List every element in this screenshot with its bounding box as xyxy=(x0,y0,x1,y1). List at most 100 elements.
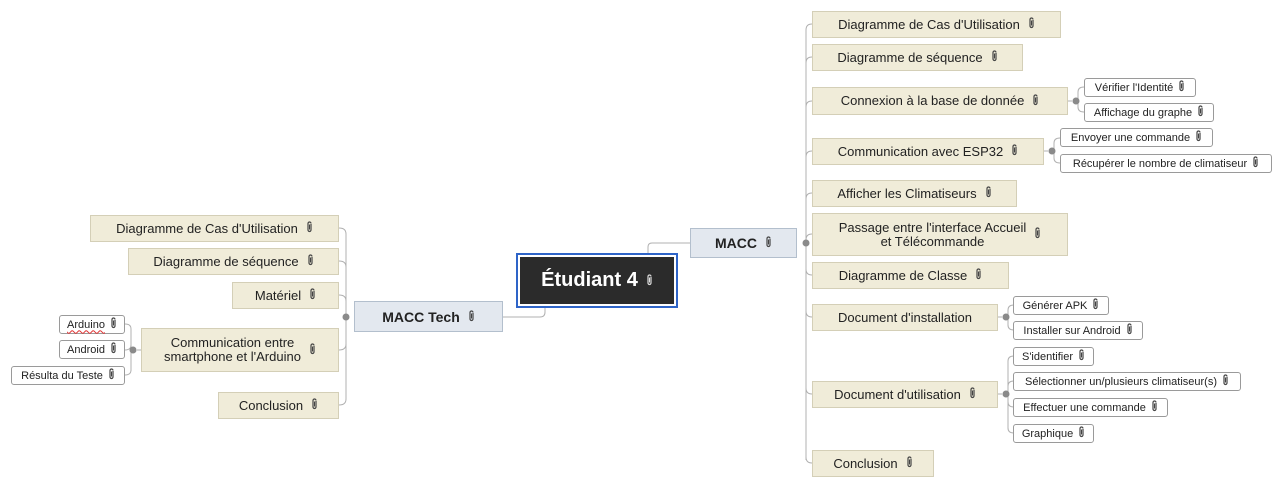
connector-line xyxy=(338,227,347,235)
paperclip-icon xyxy=(1011,144,1018,159)
branch-macc[interactable]: MACC xyxy=(690,228,797,258)
connector-line xyxy=(338,260,347,268)
macc-topic-communication-esp32[interactable]: Communication avec ESP32 xyxy=(812,138,1044,165)
connector-line xyxy=(503,306,546,318)
paperclip-icon xyxy=(309,342,316,358)
connector-line xyxy=(1077,106,1085,113)
leaf-graphique[interactable]: Graphique xyxy=(1013,424,1094,443)
central-topic[interactable]: Étudiant 4 xyxy=(516,253,678,308)
topic-label: Diagramme de séquence xyxy=(153,253,299,269)
macc-topic-document-utilisation[interactable]: Document d'utilisation xyxy=(812,381,998,408)
branch-macc-label: MACC xyxy=(715,235,757,251)
leaf-label: Graphique xyxy=(1021,427,1074,440)
leaf-label: Récupérer le nombre de climatiseur xyxy=(1072,157,1248,170)
paperclip-icon xyxy=(306,221,313,236)
collapse-joint-icon[interactable] xyxy=(1048,147,1056,155)
collapse-joint-icon[interactable] xyxy=(1072,97,1080,105)
paperclip-icon xyxy=(1028,17,1035,32)
connector-line xyxy=(805,192,813,200)
paperclip-icon xyxy=(1195,130,1202,145)
macc-topic-conclusion[interactable]: Conclusion xyxy=(812,450,934,477)
connector-line xyxy=(1053,137,1061,144)
macc-topic-passage-interface[interactable]: Passage entre l'interface Accueil et Tél… xyxy=(812,213,1068,256)
connector-line xyxy=(805,456,813,464)
topic-label: Document d'utilisation xyxy=(834,386,961,402)
leaf-label: Arduino xyxy=(67,318,105,331)
connector-line xyxy=(805,387,813,395)
central-topic-label: Étudiant 4 xyxy=(541,269,638,291)
tech-topic-communication-arduino[interactable]: Communication entre smartphone et l'Ardu… xyxy=(141,328,339,372)
leaf-affichage-graphe[interactable]: Affichage du graphe xyxy=(1084,103,1214,122)
topic-label: Connexion à la base de donnée xyxy=(840,93,1025,108)
collapse-joint-icon[interactable] xyxy=(1002,390,1010,398)
topic-label: Document d'installation xyxy=(838,309,972,325)
connector-line xyxy=(338,398,347,406)
tech-topic-sequence[interactable]: Diagramme de séquence xyxy=(128,248,339,275)
paperclip-icon xyxy=(1178,80,1185,95)
topic-label: Passage entre l'interface Accueil et Tél… xyxy=(838,219,1027,249)
leaf-resulta-teste[interactable]: Résulta du Teste xyxy=(11,366,125,385)
connector-line xyxy=(1077,86,1085,93)
leaf-label: Sélectionner un/plusieurs climatiseur(s) xyxy=(1025,375,1217,388)
leaf-arduino[interactable]: Arduino xyxy=(59,315,125,334)
leaf-label: Affichage du graphe xyxy=(1093,106,1193,119)
paperclip-icon xyxy=(1222,374,1229,389)
paperclip-icon xyxy=(468,309,475,325)
topic-label: Communication entre smartphone et l'Ardu… xyxy=(164,336,301,364)
macc-topic-document-installation[interactable]: Document d'installation xyxy=(812,304,998,331)
connector-line xyxy=(805,56,813,64)
leaf-selectionner-climatiseurs[interactable]: Sélectionner un/plusieurs climatiseur(s) xyxy=(1013,372,1241,391)
macc-topic-afficher-climatiseurs[interactable]: Afficher les Climatiseurs xyxy=(812,180,1017,207)
collapse-joint-icon[interactable] xyxy=(1002,313,1010,321)
macc-topic-sequence[interactable]: Diagramme de séquence xyxy=(812,44,1023,71)
connector-line xyxy=(805,100,813,108)
paperclip-icon xyxy=(108,368,115,383)
paperclip-icon xyxy=(1078,349,1085,364)
paperclip-icon xyxy=(309,288,316,303)
leaf-installer-android[interactable]: Installer sur Android xyxy=(1013,321,1143,340)
leaf-android[interactable]: Android xyxy=(59,340,125,359)
macc-topic-cas-utilisation[interactable]: Diagramme de Cas d'Utilisation xyxy=(812,11,1061,38)
topic-label: Diagramme de Classe xyxy=(838,267,968,283)
paperclip-icon xyxy=(1252,156,1259,171)
paperclip-icon xyxy=(110,317,117,332)
connector-line xyxy=(124,323,132,330)
macc-topic-connexion-bdd[interactable]: Connexion à la base de donnée xyxy=(812,87,1068,115)
tech-topic-materiel[interactable]: Matériel xyxy=(232,282,339,309)
topic-label: Diagramme de séquence xyxy=(837,49,983,65)
leaf-label: Envoyer une commande xyxy=(1070,131,1191,144)
collapse-joint-icon[interactable] xyxy=(342,313,350,321)
paperclip-icon xyxy=(1126,323,1133,338)
paperclip-icon xyxy=(1151,400,1158,415)
connector-line xyxy=(805,233,813,241)
paperclip-icon xyxy=(110,342,117,357)
tech-topic-cas-utilisation[interactable]: Diagramme de Cas d'Utilisation xyxy=(90,215,339,242)
topic-label: Communication avec ESP32 xyxy=(837,143,1004,159)
leaf-label: S'identifier xyxy=(1021,350,1073,363)
paperclip-icon xyxy=(311,398,318,413)
paperclip-icon xyxy=(1092,298,1099,313)
leaf-envoyer-commande[interactable]: Envoyer une commande xyxy=(1060,128,1213,147)
leaf-generer-apk[interactable]: Générer APK xyxy=(1013,296,1109,315)
tech-topic-conclusion[interactable]: Conclusion xyxy=(218,392,339,419)
topic-label: Afficher les Climatiseurs xyxy=(837,185,977,201)
paperclip-icon xyxy=(1034,227,1041,242)
connector-line xyxy=(805,268,813,276)
topic-label: Diagramme de Cas d'Utilisation xyxy=(838,16,1020,32)
paperclip-icon xyxy=(975,268,982,283)
leaf-verifier-identite[interactable]: Vérifier l'Identité xyxy=(1084,78,1196,97)
leaf-s-identifier[interactable]: S'identifier xyxy=(1013,347,1094,366)
collapse-joint-icon[interactable] xyxy=(129,346,137,354)
paperclip-icon xyxy=(307,254,314,269)
branch-macc-tech[interactable]: MACC Tech xyxy=(354,301,503,332)
leaf-recuperer-nombre[interactable]: Récupérer le nombre de climatiseur xyxy=(1060,154,1272,173)
paperclip-icon xyxy=(765,235,772,251)
paperclip-icon xyxy=(991,50,998,65)
paperclip-icon xyxy=(985,186,992,201)
topic-label-line1: Communication entre smartphone et l'Ardu… xyxy=(164,335,301,364)
topic-label: Diagramme de Cas d'Utilisation xyxy=(116,220,298,236)
paperclip-icon xyxy=(906,456,913,471)
leaf-effectuer-commande[interactable]: Effectuer une commande xyxy=(1013,398,1168,417)
macc-topic-diagramme-classe[interactable]: Diagramme de Classe xyxy=(812,262,1009,289)
collapse-joint-icon[interactable] xyxy=(802,239,810,247)
